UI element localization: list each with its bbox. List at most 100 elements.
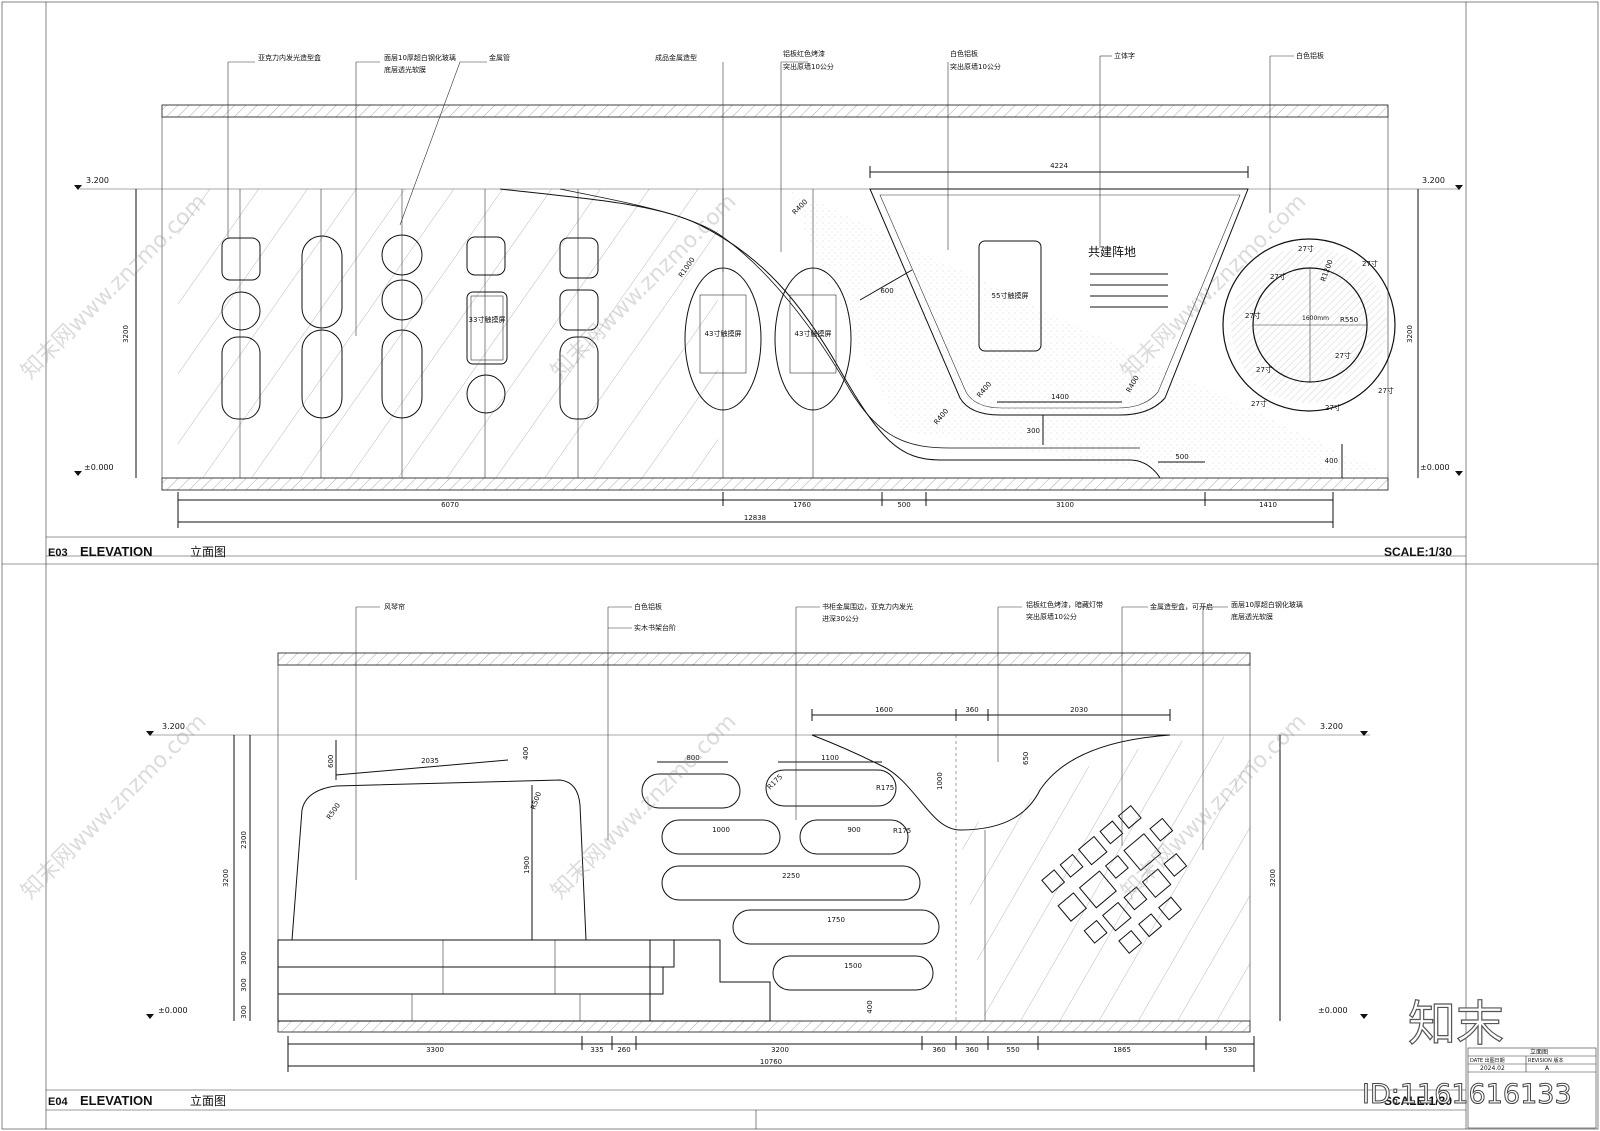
e04-dim-step-3: 300 (240, 1005, 248, 1018)
e04-callout-9: 面层10厚超白钢化玻璃 (1231, 600, 1303, 609)
e04-top-dim-650: 650 (1022, 752, 1030, 765)
e03-dim-400: 400 (1325, 457, 1338, 465)
elevation-e04: 2035 600 400 R500 R500 1900 2300 300 300… (48, 600, 1452, 1108)
e04-dim-600: 600 (327, 755, 335, 768)
e04-dim-360a: 360 (932, 1046, 945, 1054)
e03-callout-3: 底层透光软膜 (384, 65, 426, 74)
e04-dim-530: 530 (1223, 1046, 1236, 1054)
e03-dim-500: 500 (1175, 453, 1188, 461)
e04-drawing-code: E04 (48, 1096, 68, 1108)
e03-dim-3100: 3100 (1056, 501, 1074, 509)
e04-dim-335: 335 (590, 1046, 603, 1054)
elevation-e03: 55寸触摸屏 共建阵地 33寸触摸屏 (48, 49, 1463, 559)
e04-accordion-curtain (291, 779, 587, 941)
e04-pill-dim-1100: 1100 (821, 754, 839, 762)
e03-level-top-right: 3.200 (1422, 176, 1445, 185)
e03-dim-6070: 6070 (441, 501, 459, 509)
e04-callout-2: 白色铝板 (634, 602, 662, 611)
e03-dim-300: 300 (1027, 427, 1040, 435)
e04-metal-boxes (1041, 804, 1188, 954)
e03-dim-1410: 1410 (1259, 501, 1277, 509)
e04-dim-400: 400 (522, 747, 530, 760)
e04-dim-1900: 1900 (523, 856, 531, 874)
e03-bottom-dimensions: 6070 1760 500 3100 1410 12838 (177, 492, 1334, 528)
e03-circle-label-1: 27寸 (1298, 244, 1314, 253)
e04-dim-2300: 2300 (240, 831, 248, 849)
e03-dim-4224: 4224 (1050, 162, 1068, 170)
e04-top-dim-2030: 2030 (1070, 706, 1088, 714)
e04-pill-dim-900: 900 (847, 826, 860, 834)
e03-drawing-code: E03 (48, 547, 68, 559)
e03-callout-2: 面层10厚超白钢化玻璃 (384, 53, 456, 62)
e04-top-dim-1000: 1000 (936, 772, 944, 790)
e03-callout-11: 白色铝板 (1296, 51, 1324, 60)
e03-level-bottom-right: ±0.000 (1420, 463, 1450, 472)
e04-callout-7: 突出原墙10公分 (1026, 612, 1077, 621)
e03-dim-1760: 1760 (793, 501, 811, 509)
e04-callout-4: 书柜金属围边，亚克力内发光 (822, 602, 913, 611)
e04-radius-r500b: R500 (529, 791, 543, 811)
e04-pill-dim-800: 800 (686, 754, 699, 762)
e03-circle-label-8: 27寸 (1251, 399, 1267, 408)
e04-top-dim-360: 360 (965, 706, 978, 714)
e03-dim-1600mm: 1600mm (1302, 315, 1329, 322)
e03-circle-feature: 27寸 27寸 27寸 27寸 27寸 27寸 27寸 27寸 27寸 R550… (1222, 238, 1396, 412)
e03-callout-6: 铝板红色烤漆 (783, 49, 825, 58)
e04-dim-1865: 1865 (1113, 1046, 1131, 1054)
e03-callout-5: 成品金属造型 (655, 53, 697, 62)
e04-level-markers: 3.200 ±0.000 3.200 ±0.000 3200 3200 (146, 722, 1368, 1021)
e03-screen-43a: 43寸触摸屏 (705, 329, 742, 338)
e03-dim-overall: 12838 (744, 514, 766, 522)
e04-pill-dim-2250: 2250 (782, 872, 800, 880)
title-block-revision-label: REVISION 版本 (1528, 1057, 1563, 1064)
e04-pill-dim-1500: 1500 (844, 962, 862, 970)
e04-callout-10: 底层透光软膜 (1231, 612, 1273, 621)
e03-acrylic-boxes: 33寸触摸屏 (221, 189, 599, 478)
e04-top-dim-1600: 1600 (875, 706, 893, 714)
e04-level-bottom-left: ±0.000 (158, 1006, 188, 1015)
e03-callout-4: 金属管 (489, 53, 510, 62)
e04-callout-5: 进深30公分 (822, 614, 859, 623)
e03-dim-600: 600 (880, 287, 893, 295)
e04-callouts: 风琴帘 白色铝板 实木书架台阶 书柜金属围边，亚克力内发光 进深30公分 铝板红… (355, 600, 1303, 880)
e04-bottom-dimensions: 3300 335 260 3200 360 360 550 1865 530 1… (287, 1036, 1255, 1072)
e03-height-right: 3200 (1406, 325, 1414, 343)
e03-circle-label-3: 27寸 (1362, 259, 1378, 268)
e03-callouts: 亚克力内发光造型盒 面层10厚超白钢化玻璃 底层透光软膜 金属管 成品金属造型 … (227, 49, 1324, 336)
e03-screen-33: 33寸触摸屏 (469, 315, 506, 324)
e03-height-left: 3200 (122, 325, 130, 343)
e03-circle-label-7: 27寸 (1325, 403, 1341, 412)
e03-callout-10: 立体字 (1114, 51, 1135, 60)
e04-callout-3: 实木书架台阶 (634, 623, 676, 632)
e03-callout-7: 突出原墙10公分 (783, 62, 834, 71)
e04-dim-360b: 360 (965, 1046, 978, 1054)
e04-dim-3300: 3300 (426, 1046, 444, 1054)
e03-radius-r550: R550 (1340, 316, 1358, 324)
e04-dim-step-4: 400 (866, 1000, 874, 1013)
e03-scale: SCALE:1/30 (1384, 545, 1452, 559)
e04-radius-r500a: R500 (325, 802, 342, 822)
e03-callout-9: 突出原墙10公分 (950, 62, 1001, 71)
e04-level-bottom-right: ±0.000 (1318, 1006, 1348, 1015)
watermark-text-5: 知末网www.znzmo.com (547, 709, 742, 904)
e03-callout-1: 亚克力内发光造型盒 (258, 53, 321, 62)
e04-pill-dim-1000: 1000 (712, 826, 730, 834)
watermark-id: ID:1161616133 (1362, 1079, 1572, 1110)
e03-dim-1400: 1400 (1051, 393, 1069, 401)
title-block-revision: A (1545, 1065, 1550, 1072)
e04-height-left: 3200 (222, 869, 230, 887)
e03-title-cn: 立面图 (190, 544, 226, 559)
e03-circle-label-4: 27寸 (1245, 311, 1261, 320)
e04-title-cn: 立面图 (190, 1093, 226, 1108)
e03-dim-500b: 500 (897, 501, 910, 509)
watermark-logo: 知末 (1408, 996, 1504, 1052)
e04-callout-1: 风琴帘 (384, 602, 405, 611)
title-block-sheet-title: 立面图 (1530, 1048, 1548, 1056)
e04-dim-260: 260 (617, 1046, 630, 1054)
e03-level-markers: 3.200 ±0.000 3.200 ±0.000 3200 3200 (74, 176, 1463, 478)
e04-dim-550: 550 (1006, 1046, 1019, 1054)
e03-circle-label-9: 27寸 (1335, 351, 1351, 360)
e04-pill-radius-1: R175 (766, 773, 785, 792)
e04-level-top-right: 3.200 (1320, 722, 1343, 731)
